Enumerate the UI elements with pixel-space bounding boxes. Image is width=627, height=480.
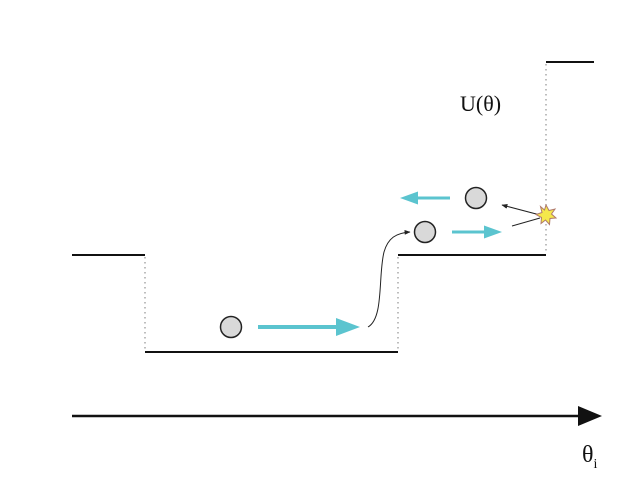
particle-reflected — [464, 186, 488, 210]
velocity-arrow-left-small — [400, 191, 450, 205]
velocity-arrows — [258, 191, 502, 336]
potential-label: U(θ) — [460, 91, 501, 116]
collision-out-arrow — [501, 204, 541, 216]
theta-axis — [72, 406, 602, 426]
velocity-arrow-right-small — [452, 225, 502, 239]
velocity-arrow-large — [258, 318, 360, 336]
collision-star-icon — [534, 203, 558, 226]
trajectory-curve-arrow — [367, 229, 411, 328]
axis-label: θi — [582, 442, 598, 472]
particles — [219, 186, 488, 339]
particle-in-well — [219, 315, 243, 339]
step-edges — [144, 64, 547, 350]
potential-profile — [72, 61, 594, 353]
axis-label-main: θ — [582, 442, 594, 468]
particle-on-step — [413, 220, 437, 244]
axis-label-subscript: i — [594, 457, 598, 472]
theta-axis-arrowhead — [578, 406, 602, 426]
collision-in-arrow — [511, 217, 541, 227]
